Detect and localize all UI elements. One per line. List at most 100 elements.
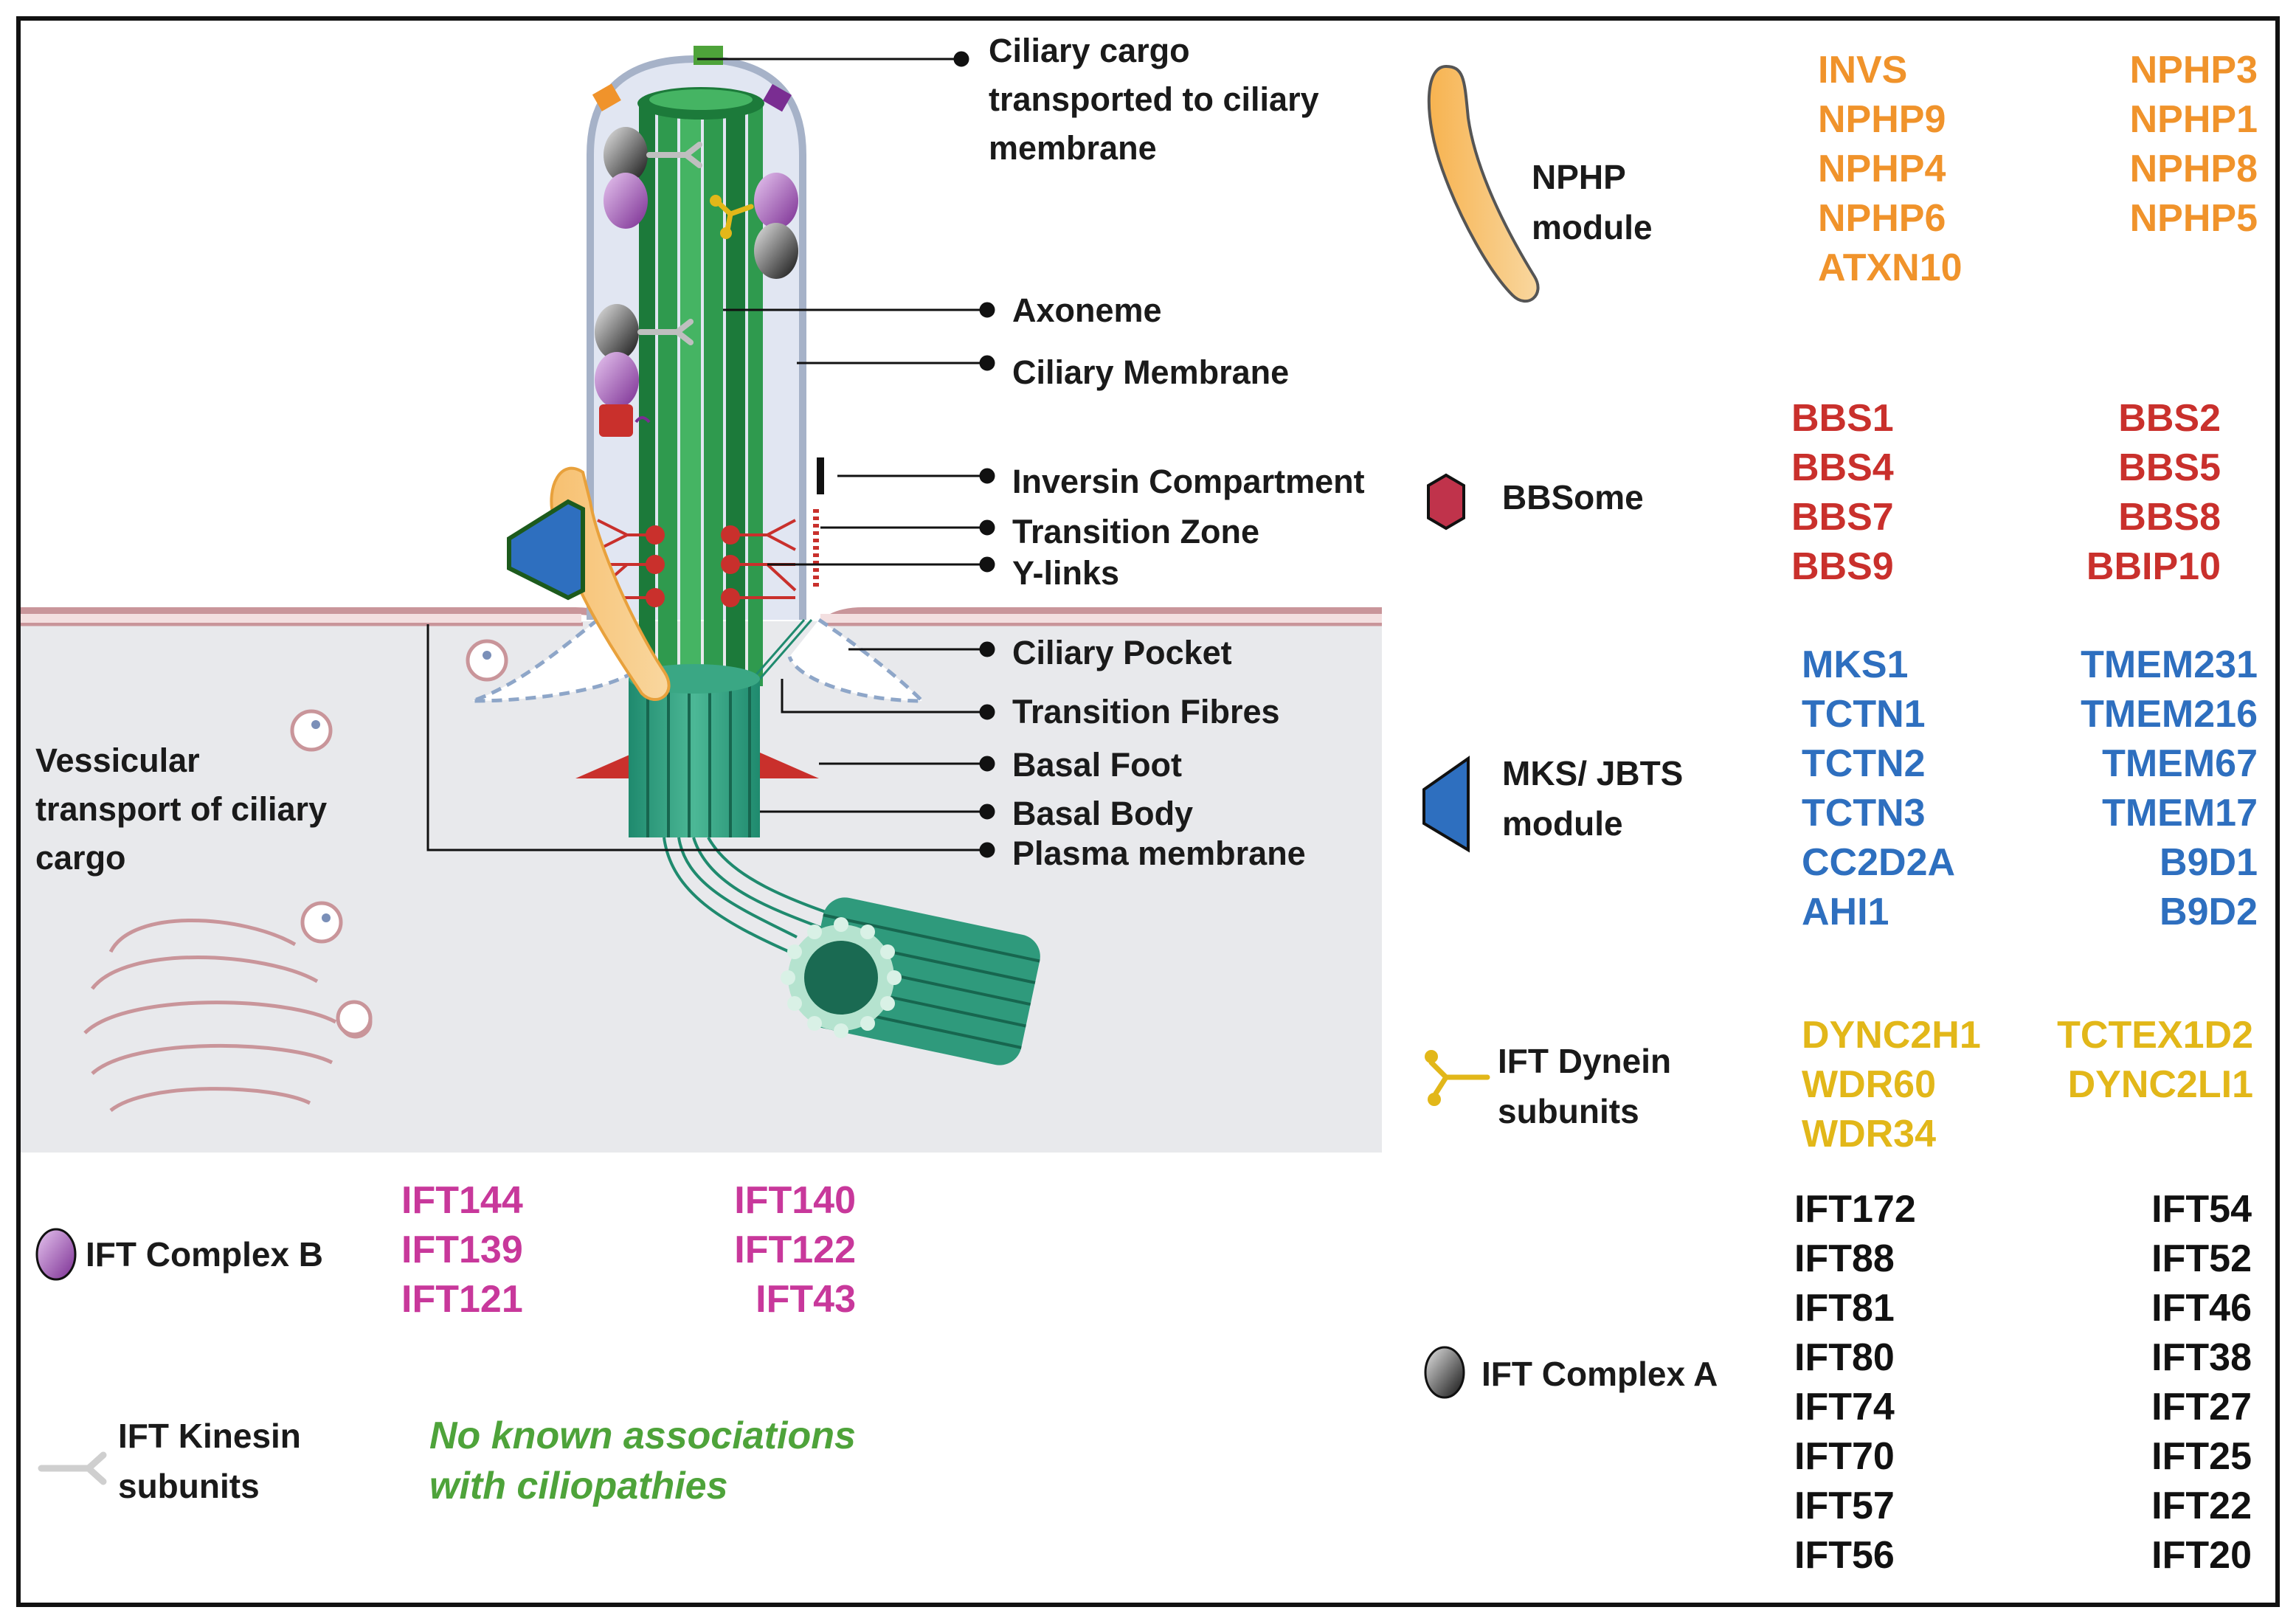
gene-name: TCTN1 <box>1802 693 1926 736</box>
ciliary-pocket <box>471 618 644 703</box>
nphp-module-label: NPHP module <box>1532 158 1653 246</box>
gene-name: IFT27 <box>2151 1386 2252 1428</box>
gene-name: TMEM17 <box>2102 792 2258 835</box>
gene-name: TMEM67 <box>2102 742 2258 785</box>
callout-ciliary-membrane: Ciliary Membrane <box>1012 353 1290 391</box>
gene-name: ATXN10 <box>1818 246 1963 289</box>
gene-name: NPHP9 <box>1818 98 1946 141</box>
gene-name: IFT81 <box>1794 1287 1895 1330</box>
gene-name: IFT56 <box>1794 1534 1895 1577</box>
callout-transition-fibres: Transition Fibres <box>1012 693 1280 730</box>
golgi-apparatus <box>83 919 337 1112</box>
callout-ciliary-cargo: Ciliary cargo transported to ciliary mem… <box>989 32 1319 167</box>
gene-name: TCTN2 <box>1802 742 1926 785</box>
gene-name: BBS7 <box>1791 496 1894 539</box>
daughter-centriole <box>781 897 1040 1065</box>
ift-trains <box>595 127 798 437</box>
gene-name: BBIP10 <box>2086 545 2221 588</box>
gene-name: WDR60 <box>1802 1063 1937 1106</box>
gene-name: IFT20 <box>2151 1534 2252 1577</box>
gene-name: IFT139 <box>401 1229 523 1271</box>
gene-name: IFT52 <box>2151 1237 2252 1280</box>
callout-inversin-compartment: Inversin Compartment <box>1012 463 1365 500</box>
ift-complex-b-label: IFT Complex B <box>86 1235 324 1274</box>
bbsome-label: BBSome <box>1502 478 1644 516</box>
gene-name: IFT70 <box>1794 1435 1895 1478</box>
gene-name: WDR34 <box>1802 1113 1937 1155</box>
gene-name: IFT74 <box>1794 1386 1895 1428</box>
gene-name: NPHP4 <box>1818 148 1946 190</box>
callout-ciliary-pocket: Ciliary Pocket <box>1012 634 1232 671</box>
gene-name: B9D1 <box>2160 841 2258 884</box>
dynein-motors <box>716 200 754 233</box>
gene-name: TCTEX1D2 <box>2057 1014 2253 1057</box>
no-known-associations-note: No known associations with ciliopathies <box>429 1414 856 1507</box>
gene-name: BBS1 <box>1791 397 1894 440</box>
gene-name: IFT38 <box>2151 1336 2252 1379</box>
vesicular-transport-label: Vessicular transport of ciliary cargo <box>35 742 328 877</box>
gene-name: BBS8 <box>2118 496 2221 539</box>
gene-name: AHI1 <box>1802 891 1889 933</box>
gene-name: IFT140 <box>734 1179 856 1222</box>
gene-name: BBS5 <box>2118 446 2221 489</box>
basal-body <box>629 664 760 837</box>
gene-name: IFT144 <box>401 1179 523 1222</box>
gene-name: NPHP5 <box>2129 197 2258 240</box>
callout-axoneme: Axoneme <box>1012 291 1162 329</box>
gene-name: INVS <box>1818 49 1908 91</box>
gene-name: DYNC2H1 <box>1802 1014 1981 1057</box>
gene-name: IFT25 <box>2151 1435 2252 1478</box>
callout-y-links: Y-links <box>1012 554 1120 592</box>
gene-name: IFT22 <box>2151 1485 2252 1527</box>
gene-name: IFT121 <box>401 1278 523 1321</box>
callout-plasma-membrane: Plasma membrane <box>1012 835 1306 872</box>
gene-name: TCTN3 <box>1802 792 1926 835</box>
gene-name: DYNC2LI1 <box>2067 1063 2253 1106</box>
gene-name: NPHP8 <box>2129 148 2258 190</box>
gene-name: IFT43 <box>755 1278 856 1321</box>
gene-name: MKS1 <box>1802 643 1909 686</box>
gene-name: NPHP3 <box>2129 49 2258 91</box>
axoneme <box>637 87 764 686</box>
mks-module-label: MKS/ JBTS module <box>1502 754 1684 843</box>
gene-name: NPHP6 <box>1818 197 1946 240</box>
kinesin-motors <box>637 142 702 345</box>
gene-name: IFT57 <box>1794 1485 1895 1527</box>
ift-complex-a-label: IFT Complex A <box>1481 1355 1718 1393</box>
gene-name: IFT54 <box>2151 1188 2252 1231</box>
cargo-receptors <box>592 46 792 112</box>
gene-name: BBS9 <box>1791 545 1894 588</box>
gene-name: IFT46 <box>2151 1287 2252 1330</box>
ift-dynein-label: IFT Dynein subunits <box>1498 1042 1672 1130</box>
callout-transition-zone: Transition Zone <box>1012 513 1260 550</box>
figure-frame <box>16 16 2280 1607</box>
gene-name: NPHP1 <box>2129 98 2258 141</box>
gene-name: TMEM231 <box>2081 643 2258 686</box>
gene-name: IFT80 <box>1794 1336 1895 1379</box>
gene-name: BBS2 <box>2118 397 2221 440</box>
gene-name: TMEM216 <box>2081 693 2258 736</box>
gene-name: IFT88 <box>1794 1237 1895 1280</box>
callout-basal-body: Basal Body <box>1012 795 1194 832</box>
gene-name: IFT172 <box>1794 1188 1916 1231</box>
gene-name: CC2D2A <box>1802 841 1956 884</box>
transition-zone-dots <box>646 525 740 607</box>
mks-module-shape <box>507 499 585 601</box>
callout-leaders <box>426 51 995 858</box>
gene-name: IFT122 <box>734 1229 856 1271</box>
callout-basal-foot: Basal Foot <box>1012 746 1183 784</box>
